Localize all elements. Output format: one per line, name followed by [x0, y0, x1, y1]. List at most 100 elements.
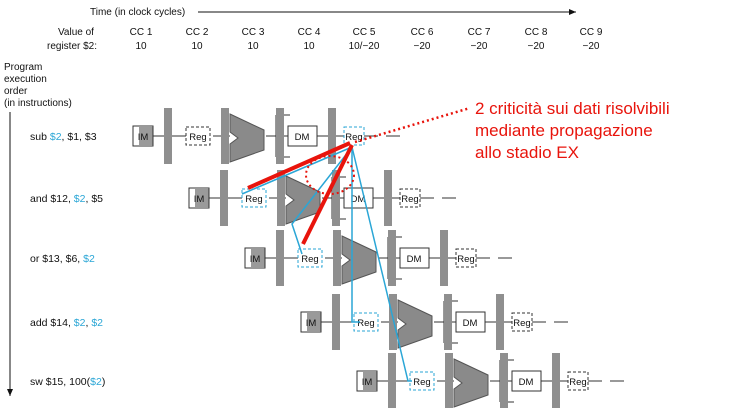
instruction-label: or $13, $6, $2 — [30, 253, 95, 265]
pipeline-register-bar — [552, 353, 560, 408]
writeback-register-box — [343, 126, 365, 146]
writeback-register-label: Reg — [513, 318, 530, 329]
data-memory-box — [455, 311, 486, 333]
clock-cycle-label: CC 8 — [525, 27, 548, 38]
instruction-memory-label: IM — [306, 318, 317, 329]
writeback-register-label: Reg — [569, 377, 586, 388]
alu-shape — [397, 299, 433, 349]
instruction-text: or $13, $6, — [30, 253, 83, 265]
register-file-label: Reg — [357, 318, 374, 329]
instruction-memory-label: IM — [362, 377, 373, 388]
register-file-label: Reg — [301, 254, 318, 265]
writeback-register-label: Reg — [401, 194, 418, 205]
alu-shape — [285, 175, 321, 225]
annotation-line-3: allo stadio EX — [475, 143, 579, 162]
instruction-label: and $12, $2, $5 — [30, 193, 103, 205]
instruction-memory-box — [356, 370, 378, 392]
data-memory-label: DM — [463, 318, 478, 329]
alu-shape — [341, 235, 377, 285]
forwarding-line — [351, 146, 412, 382]
forwarding-paths — [241, 146, 412, 382]
register-highlight: $2 — [74, 193, 86, 205]
instruction-memory-box — [244, 247, 266, 269]
pipeline-register-bar — [496, 294, 504, 350]
data-memory-label: DM — [351, 194, 366, 205]
annotation-line-1: 2 criticità sui dati risolvibili — [475, 99, 670, 118]
register-value: 10 — [303, 41, 315, 52]
pipeline-register-bar — [276, 108, 284, 164]
instruction-label: sub $2, $1, $3 — [30, 131, 97, 143]
pipeline-register-bar — [444, 294, 452, 350]
register-file-box — [185, 126, 211, 146]
order-label-4: (in instructions) — [4, 98, 72, 109]
instruction-memory-fill — [251, 249, 265, 267]
register-label-line1: Value of — [58, 27, 94, 38]
pipeline-register-bar — [220, 170, 228, 226]
pipeline-register-bar — [389, 294, 397, 350]
pipeline-register-bar — [221, 108, 229, 164]
hazard-arrow-1 — [247, 141, 351, 190]
clock-cycle-label: CC 1 — [130, 27, 153, 38]
clock-cycle-label: CC 7 — [468, 27, 491, 38]
register-value: 10/−20 — [349, 41, 380, 52]
alu-shape — [229, 113, 265, 163]
pipeline-register-bar — [384, 170, 392, 226]
instruction-memory-label: IM — [194, 194, 205, 205]
pipeline-register-bar — [440, 230, 448, 286]
instruction-text: , $1, $3 — [62, 131, 97, 143]
instruction-memory-box — [188, 187, 210, 209]
order-label-3: order — [4, 86, 28, 97]
clock-cycle-label: CC 6 — [411, 27, 434, 38]
pipeline-register-bar — [328, 108, 336, 164]
instruction-memory-label: IM — [250, 254, 261, 265]
instruction-memory-fill — [307, 313, 321, 331]
writeback-register-box — [511, 312, 533, 332]
order-label-1: Program — [4, 62, 42, 73]
data-memory-box — [511, 370, 542, 392]
data-memory-label: DM — [295, 132, 310, 143]
register-highlight: $2 — [83, 253, 95, 265]
instruction-text: and $12, — [30, 193, 74, 205]
register-value: −20 — [414, 41, 431, 52]
pipeline-register-bar — [277, 170, 285, 226]
instruction-text: , — [85, 317, 91, 329]
instruction-text: sub — [30, 131, 50, 143]
register-value: −20 — [528, 41, 545, 52]
instruction-memory-fill — [363, 372, 377, 390]
register-file-box — [297, 248, 323, 268]
register-highlight: $2 — [74, 317, 86, 329]
instruction-memory-box — [132, 125, 154, 147]
forwarding-line — [241, 146, 353, 195]
clock-cycle-label: CC 9 — [580, 27, 603, 38]
data-memory-box — [287, 125, 318, 147]
data-memory-label: DM — [407, 254, 422, 265]
annotation-line-2: mediante propagazione — [475, 121, 653, 140]
register-value: 10 — [247, 41, 259, 52]
pipeline-register-bar — [332, 170, 340, 226]
instruction-memory-fill — [139, 127, 153, 145]
pipeline-register-bar — [388, 353, 396, 408]
instruction-memory-label: IM — [138, 132, 149, 143]
register-label-line2: register $2: — [47, 41, 97, 52]
register-value: 10 — [135, 41, 147, 52]
writeback-register-label: Reg — [345, 132, 362, 143]
writeback-register-box — [455, 248, 477, 268]
pipeline-register-bar — [445, 353, 453, 408]
pipeline-row: and $12, $2, $5 IM Reg DM Reg — [30, 170, 456, 226]
instruction-memory-fill — [195, 189, 209, 207]
register-file-label: Reg — [189, 132, 206, 143]
register-value: −20 — [583, 41, 600, 52]
pipeline-register-bar — [388, 230, 396, 286]
clock-cycle-label: CC 4 — [298, 27, 321, 38]
register-highlight: $2 — [91, 317, 103, 329]
forwarding-line — [351, 147, 360, 323]
instruction-text: sw $15, 100( — [30, 376, 91, 388]
annotation-pointer — [354, 106, 471, 144]
register-file-label: Reg — [245, 194, 262, 205]
register-value: 10 — [191, 41, 203, 52]
